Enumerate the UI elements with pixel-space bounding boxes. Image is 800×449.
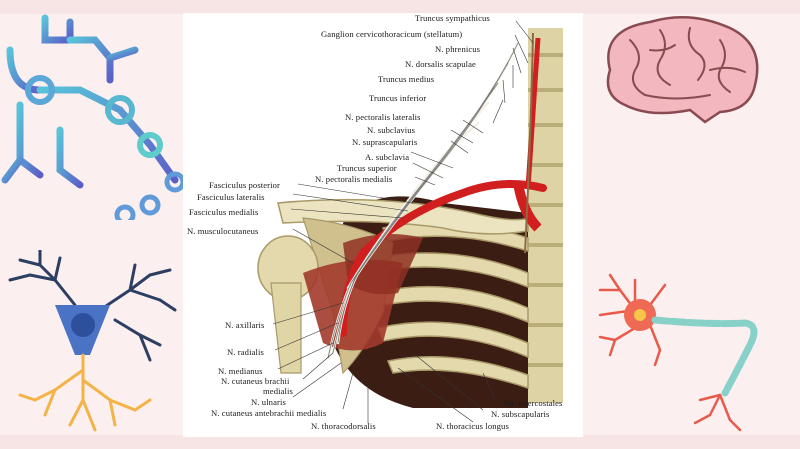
label-n-pectoralis-lateralis: N. pectoralis lateralis bbox=[345, 112, 421, 122]
brain-illustration bbox=[606, 15, 759, 124]
label-n-radialis: N. radialis bbox=[227, 347, 264, 357]
pyramidal-neuron-illustration bbox=[8, 250, 177, 432]
label-truncus-inferior: Truncus inferior bbox=[369, 93, 427, 103]
label-n-medianus: N. medianus bbox=[218, 366, 263, 376]
label-n-cutaneus-brachii: N. cutaneus brachii bbox=[221, 376, 290, 386]
label-nn-intercostales: Nn. intercostales bbox=[503, 398, 563, 408]
label-n-pectoralis-medialis: N. pectoralis medialis bbox=[315, 174, 393, 184]
label-n-ulnaris: N. ulnaris bbox=[251, 397, 286, 407]
label-n-phrenicus: N. phrenicus bbox=[435, 44, 481, 54]
label-n-cutaneus-antebrachii-medialis: N. cutaneus antebrachii medialis bbox=[211, 408, 327, 418]
label-n-axillaris: N. axillaris bbox=[225, 320, 265, 330]
label-n-subclavius: N. subclavius bbox=[367, 125, 416, 135]
label-truncus-superior: Truncus superior bbox=[337, 163, 397, 173]
brachial-plexus-illustration bbox=[257, 20, 563, 423]
label-fasciculus-lateralis: Fasciculus lateralis bbox=[197, 192, 265, 202]
label-n-musculocutaneus: N. musculocutaneus bbox=[187, 226, 259, 236]
label-fasciculus-medialis: Fasciculus medialis bbox=[189, 207, 259, 217]
label-n-thoracicus-longus: N. thoracicus longus bbox=[436, 421, 509, 431]
label-ganglion-cervicothoracicum: Ganglion cervicothoracicum (stellatum) bbox=[321, 29, 463, 39]
label-truncus-sympathicus: Truncus sympathicus bbox=[415, 13, 490, 23]
motor-neuron-illustration bbox=[598, 273, 758, 432]
neural-network-illustration bbox=[1, 14, 186, 220]
anatomy-plate: Truncus sympathicus Ganglion cervicothor… bbox=[183, 13, 583, 437]
label-medialis: medialis bbox=[263, 386, 293, 396]
label-n-suprascapularis: N. suprascapularis bbox=[352, 137, 418, 147]
label-fasciculus-posterior: Fasciculus posterior bbox=[209, 180, 280, 190]
label-n-dorsalis-scapulae: N. dorsalis scapulae bbox=[405, 59, 476, 69]
slide-bottom-border bbox=[0, 435, 800, 449]
slide-top-border bbox=[0, 0, 800, 14]
label-n-thoracodorsalis: N. thoracodorsalis bbox=[311, 421, 376, 431]
label-a-subclavia: A. subclavia bbox=[365, 152, 410, 162]
label-truncus-medius: Truncus medius bbox=[378, 74, 435, 84]
label-n-subscapularis: N. subscapularis bbox=[491, 409, 550, 419]
